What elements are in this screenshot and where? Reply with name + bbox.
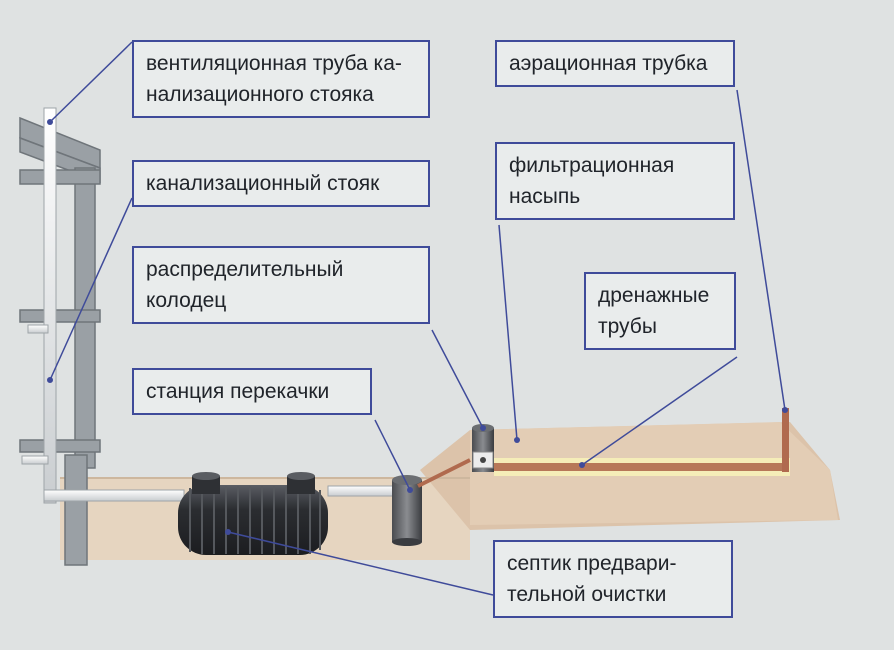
label-distribution-well-line1: распределительный — [146, 258, 344, 281]
label-septic-tank-line2: тельной очистки — [507, 583, 667, 606]
house-drain-pipe — [43, 489, 185, 502]
pressure-pipe — [417, 458, 471, 488]
label-pump-station-line1: станция перекачки — [146, 380, 330, 403]
label-distribution-well: распределительный колодец — [132, 246, 430, 324]
label-vent-pipe-line1: вентиляционная труба ка- — [146, 52, 402, 75]
leader-dots — [47, 119, 788, 535]
label-filtration-mound: фильтрационная насыпь — [495, 142, 735, 220]
label-septic-tank-line1: септик предвари- — [507, 552, 677, 575]
sewer-riser-pipe — [43, 107, 57, 504]
label-filtration-mound-line2: насыпь — [509, 185, 581, 208]
septic-tank — [178, 472, 328, 555]
label-aeration-tube: аэрационная трубка — [495, 40, 735, 87]
label-aeration-tube-line1: аэрационная трубка — [509, 52, 708, 75]
label-riser-line1: канализационный стояк — [146, 172, 380, 195]
house-frame — [19, 116, 101, 566]
label-vent-pipe: вентиляционная труба ка- нализационного … — [132, 40, 430, 118]
label-drainage-pipes: дренажные трубы — [584, 272, 736, 350]
outlet-pipe — [327, 485, 399, 497]
pump-station — [392, 475, 422, 546]
distribution-well — [472, 424, 494, 472]
leader-lines — [49, 41, 786, 596]
label-drainage-pipes-line2: трубы — [598, 315, 657, 338]
label-pump-station: станция перекачки — [132, 368, 372, 415]
aeration-tube — [782, 408, 789, 472]
label-drainage-pipes-line1: дренажные — [598, 284, 710, 307]
label-filtration-mound-line1: фильтрационная — [509, 154, 675, 177]
label-septic-tank: септик предвари- тельной очистки — [493, 540, 733, 618]
label-vent-pipe-line2: нализационного стояка — [146, 83, 374, 106]
label-riser: канализационный стояк — [132, 160, 430, 207]
label-distribution-well-line2: колодец — [146, 289, 227, 312]
drainage-pipe — [494, 463, 788, 471]
